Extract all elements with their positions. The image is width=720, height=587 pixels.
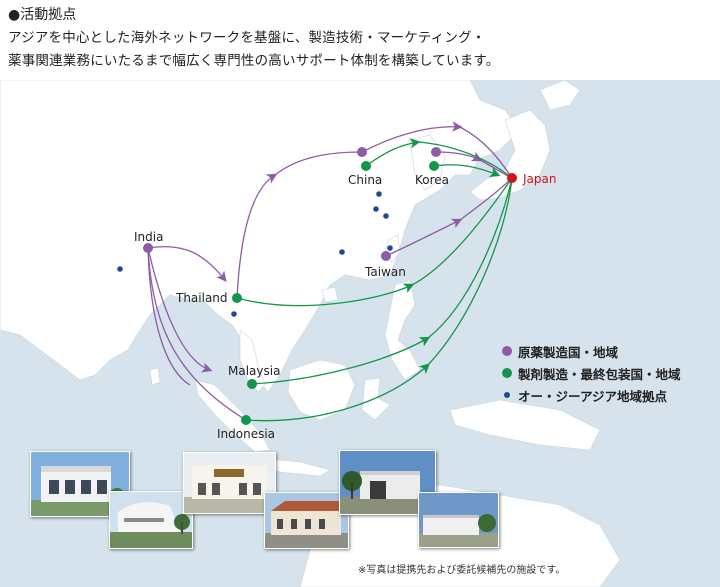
india-marker — [143, 243, 153, 253]
facility-photo-1 — [30, 451, 130, 517]
legend-item-office: オー・ジーアジア地域拠点 — [502, 385, 681, 405]
office-dot — [383, 213, 389, 219]
taiwan-label: Taiwan — [364, 265, 406, 279]
office-dot — [339, 249, 345, 255]
taiwan-marker — [381, 251, 391, 261]
facility-photo-3 — [183, 452, 276, 514]
section-title: ●活動拠点 — [8, 7, 77, 23]
korea-label: Korea — [415, 173, 449, 187]
japan-label: Japan — [522, 172, 556, 186]
office-dot — [117, 266, 123, 272]
malaysia-marker — [247, 379, 257, 389]
legend-item-api: 原薬製造国・地域 — [502, 341, 681, 361]
india-label: India — [134, 230, 163, 244]
description-line-1: アジアを中心とした海外ネットワークを基盤に、製造技術・マーケティング・ — [8, 30, 486, 46]
korea-formulation-marker — [429, 161, 439, 171]
office-dot — [387, 245, 393, 251]
green-dot-icon — [502, 368, 512, 378]
china-formulation-marker — [361, 161, 371, 171]
regional-office-dots — [117, 191, 393, 317]
purple-dot-icon — [502, 346, 512, 356]
office-dot — [231, 311, 237, 317]
header: ●活動拠点 アジアを中心とした海外ネットワークを基盤に、製造技術・マーケティング… — [0, 0, 720, 78]
thailand-marker — [232, 293, 242, 303]
navy-dot-icon — [504, 392, 510, 398]
office-dot — [373, 206, 379, 212]
api-routes — [147, 121, 513, 421]
photo-caption: ※写真は提携先および委託候補先の施設です。 — [358, 565, 566, 576]
indonesia-marker — [241, 415, 251, 425]
land — [0, 80, 621, 587]
office-dot — [376, 191, 382, 197]
legend-label-formulation: 製剤製造・最終包装国・地域 — [518, 366, 681, 382]
facility-photo-2 — [109, 491, 193, 549]
legend-label-api: 原薬製造国・地域 — [518, 344, 619, 360]
legend-item-formulation: 製剤製造・最終包装国・地域 — [502, 363, 681, 383]
korea-api-marker — [431, 147, 441, 157]
formulation-routes — [236, 138, 513, 422]
facility-photo-6 — [418, 492, 499, 548]
facility-photo-4 — [264, 492, 349, 549]
thailand-label: Thailand — [175, 291, 228, 305]
description-line-2: 薬事関連業務にいたるまで幅広く専門性の高いサポート体制を構築しています。 — [8, 53, 500, 69]
japan-marker — [507, 173, 517, 183]
malaysia-label: Malaysia — [228, 364, 280, 378]
china-label: China — [348, 173, 382, 187]
location-markers — [143, 147, 517, 425]
facility-photo-5 — [339, 450, 436, 515]
china-api-marker — [357, 147, 367, 157]
legend: 原薬製造国・地域 製剤製造・最終包装国・地域 オー・ジーアジア地域拠点 — [502, 341, 681, 407]
indonesia-label: Indonesia — [217, 427, 275, 441]
legend-label-office: オー・ジーアジア地域拠点 — [518, 388, 668, 404]
